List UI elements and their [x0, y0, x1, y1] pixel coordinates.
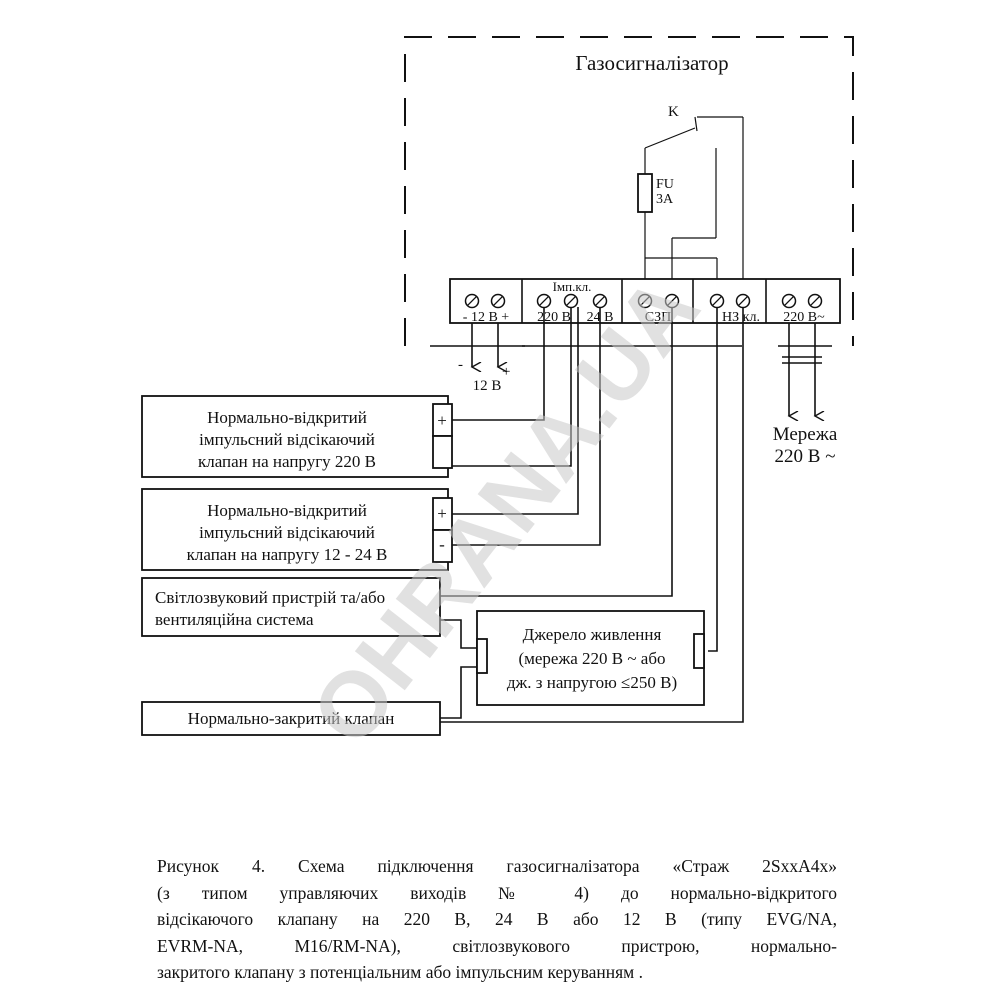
- valve-220-box: [141, 395, 453, 478]
- valve-220-line-3: клапан на напругу 220 В: [198, 452, 376, 471]
- light-sound-line-2: вентиляційна система: [155, 610, 314, 629]
- terminal-label-imp: Імп.кл.: [553, 279, 592, 294]
- mains-label-2: 220 В ~: [775, 446, 836, 467]
- power-source-line-3: дж. з напругою ≤250 В): [507, 673, 677, 692]
- valve-1224-box: [141, 488, 453, 571]
- terminal-label-szp: СЗП: [645, 310, 671, 325]
- mains-input: [778, 323, 832, 416]
- valve-220-line-2: імпульсний відсікаючий: [199, 430, 375, 449]
- terminal-screw[interactable]: [807, 293, 823, 309]
- caption-line-5: закритого клапану з потенціальним або ім…: [157, 962, 643, 982]
- valve-1224-line-1: Нормально-відкритий: [207, 501, 367, 520]
- nc-valve-label: Нормально-закритий клапан: [188, 709, 395, 728]
- relay-label: K: [668, 104, 679, 120]
- valve-1224-line-3: клапан на напругу 12 - 24 В: [187, 545, 388, 564]
- terminal-screw[interactable]: [464, 293, 480, 309]
- power-source-line-2: (мережа 220 В ~ або: [518, 649, 665, 668]
- terminal-screw[interactable]: [490, 293, 506, 309]
- terminal-screw[interactable]: [709, 293, 725, 309]
- relay-k: [644, 116, 744, 296]
- valve-220-plus: +: [437, 411, 447, 430]
- power-source-box: [476, 610, 705, 706]
- device-housing: [404, 36, 854, 346]
- valve-1224-line-2: імпульсний відсікаючий: [199, 523, 375, 542]
- caption-line-4: EVRM-NA, M16/RM-NA), світлозвукового при…: [157, 935, 837, 956]
- device-title: Газосигналізатор: [575, 51, 728, 75]
- psu12-label: 12 В: [473, 378, 502, 394]
- terminal-label-220: 220 В: [537, 310, 571, 325]
- fuse-symbol: [637, 173, 653, 213]
- wiring: [440, 307, 744, 723]
- valve-1224-minus: -: [439, 535, 445, 554]
- terminal-screw[interactable]: [781, 293, 797, 309]
- terminal-label-mains: 220 В~: [783, 310, 825, 325]
- figure-caption: Рисунок 4. Схема підключення газосигналі…: [157, 853, 837, 986]
- psu12-input: [430, 323, 525, 367]
- nc-valve-box: [141, 701, 441, 736]
- psu12-plus: +: [502, 364, 510, 380]
- caption-line-3: відсікаючого клапану на 220 В, 24 В або …: [157, 909, 837, 929]
- caption-line-2: (з типом управляючих виходів № 4) до нор…: [157, 882, 837, 903]
- mains-label-1: Мережа: [773, 424, 838, 445]
- terminal-screw[interactable]: [735, 293, 751, 309]
- caption-line-1: Рисунок 4. Схема підключення газосигналі…: [157, 856, 837, 876]
- terminal-label-12v: - 12 В +: [463, 310, 510, 325]
- valve-1224-plus: +: [437, 504, 447, 523]
- terminal-screw[interactable]: [536, 293, 552, 309]
- power-source-line-1: Джерело живлення: [523, 625, 662, 644]
- fuse-rating: 3A: [656, 192, 674, 207]
- psu12-minus: -: [458, 357, 463, 373]
- light-sound-box: [141, 577, 441, 637]
- terminal-screw[interactable]: [563, 293, 579, 309]
- valve-220-line-1: Нормально-відкритий: [207, 408, 367, 427]
- fuse-name: FU: [656, 177, 674, 192]
- light-sound-line-1: Світлозвуковий пристрій та/або: [155, 588, 385, 607]
- terminal-label-nz: НЗ кл.: [722, 310, 760, 325]
